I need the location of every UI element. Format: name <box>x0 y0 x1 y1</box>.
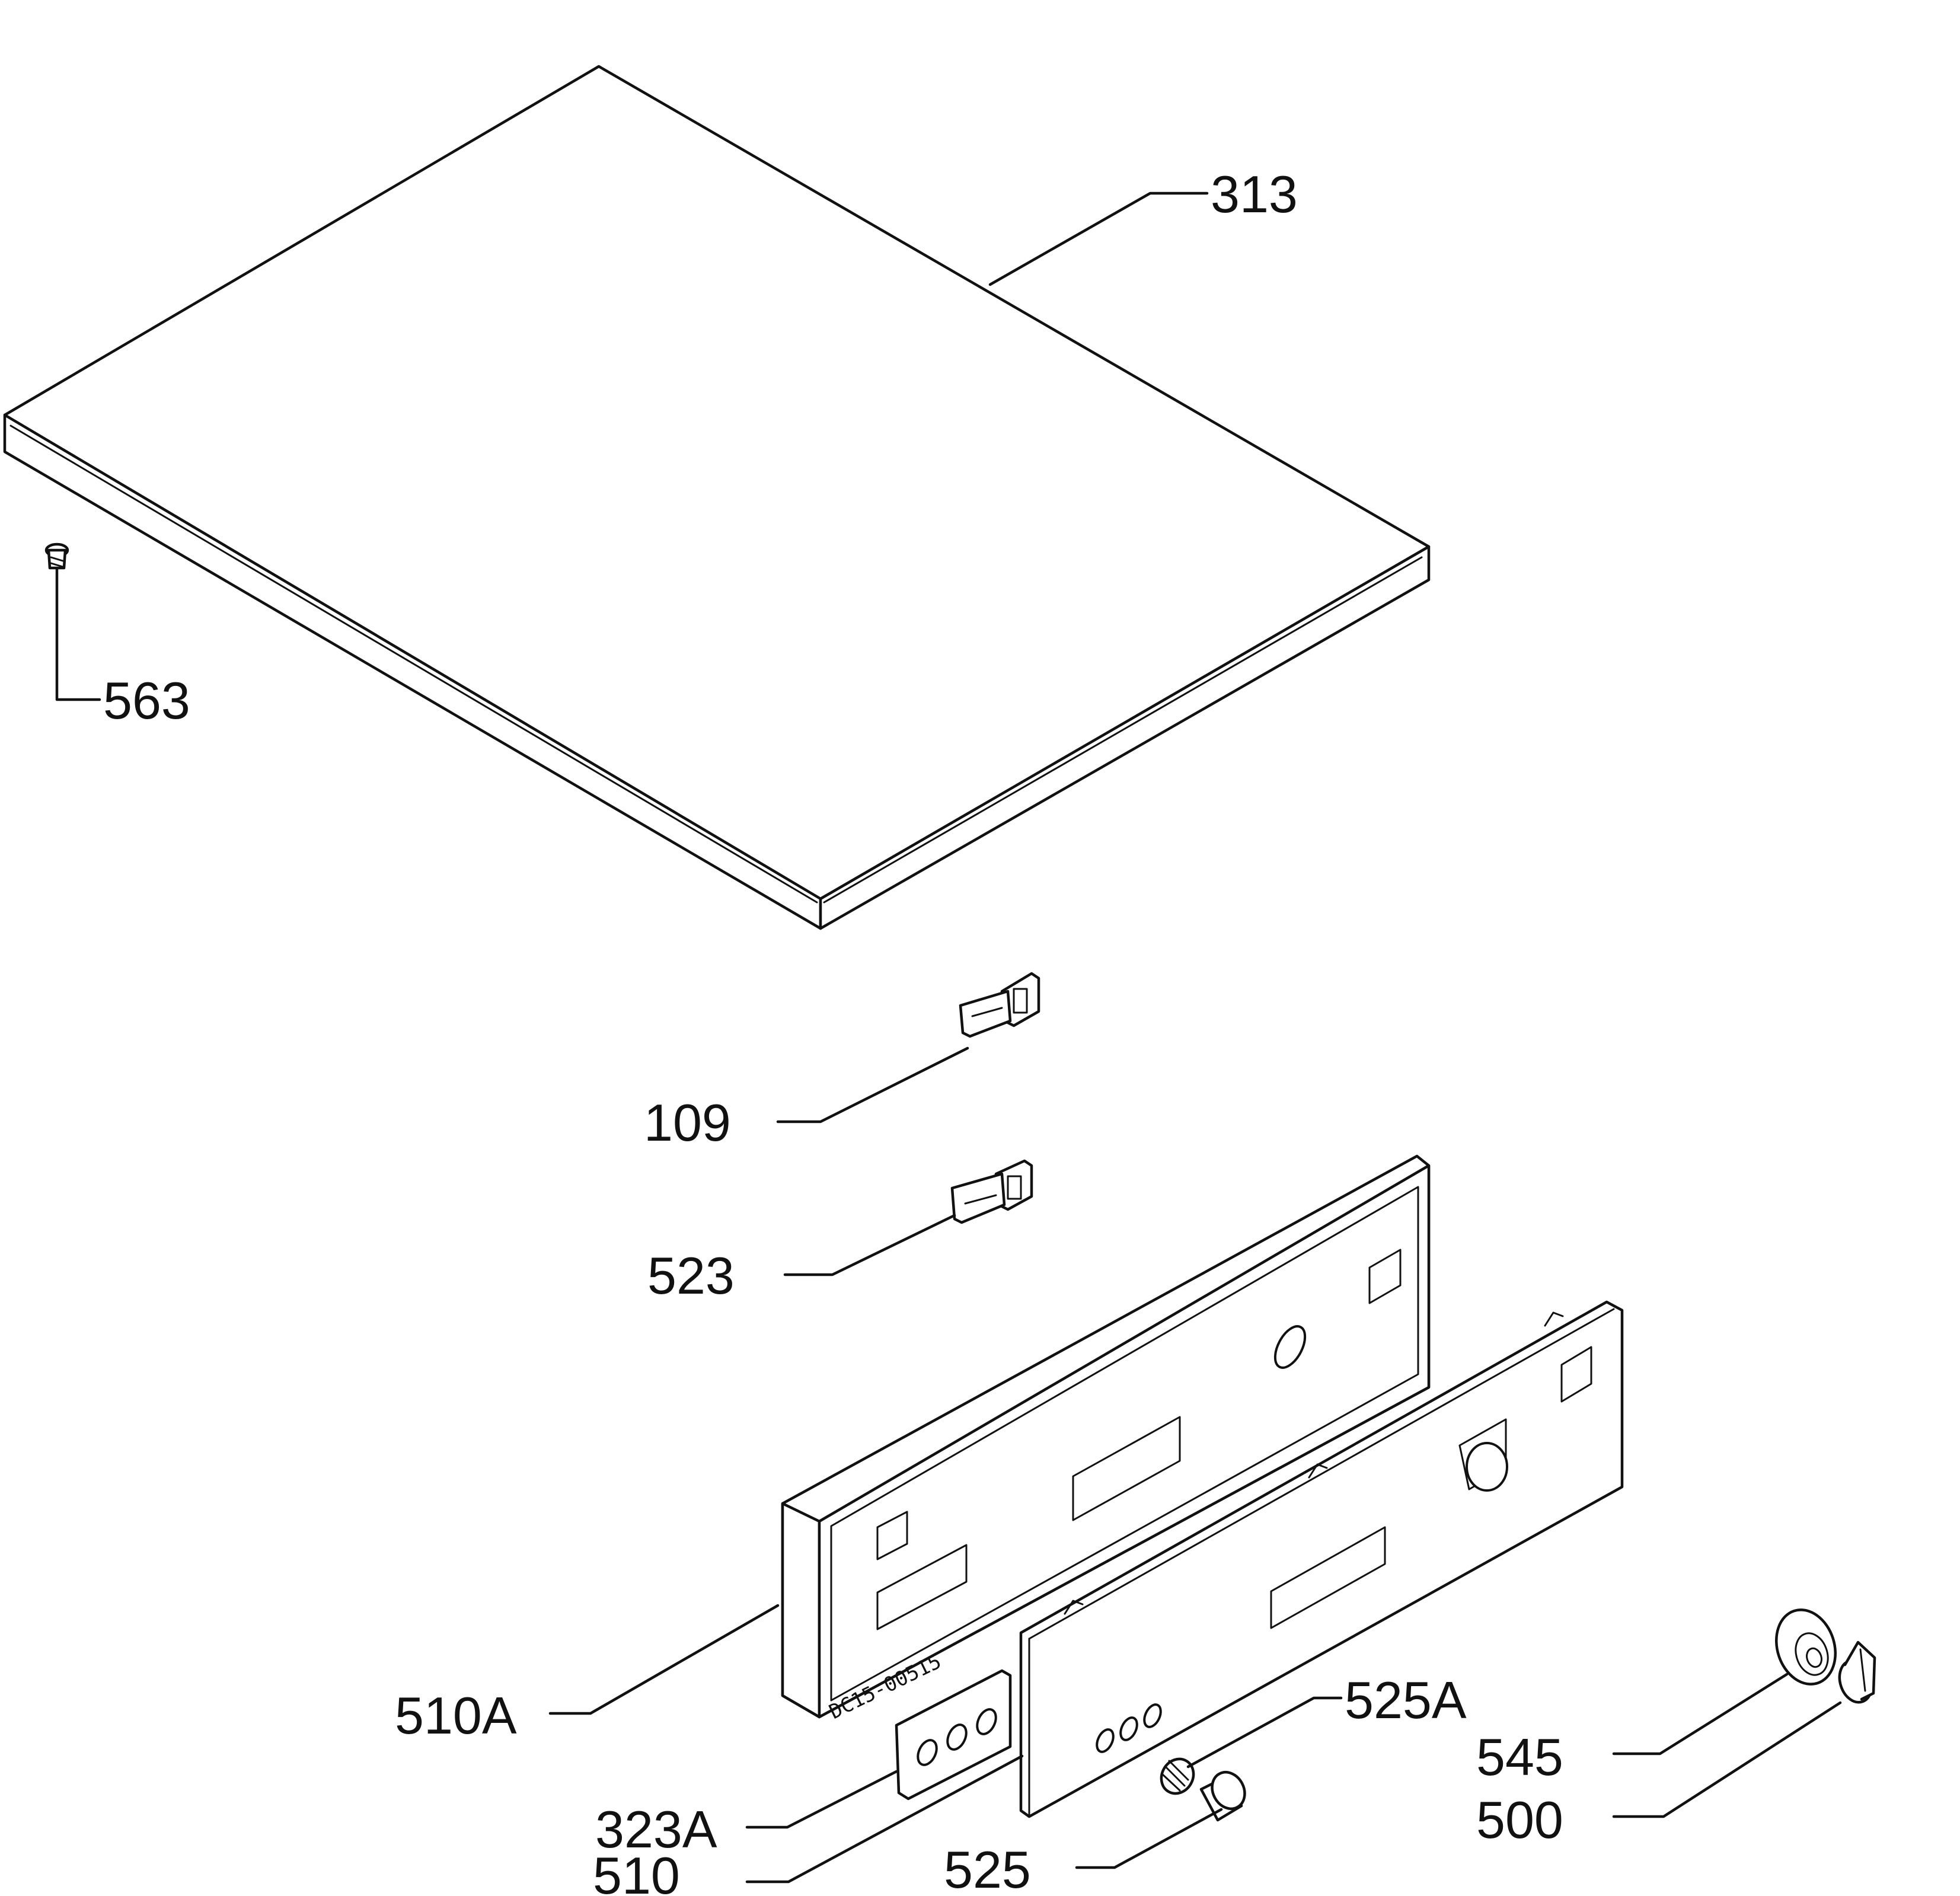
part-323a-indicator-plate <box>895 1669 1012 1801</box>
part-525a-spring <box>1160 1757 1195 1795</box>
leader-510 <box>745 1754 1024 1884</box>
leader-323a <box>745 1770 898 1829</box>
callout-323a: 323A <box>595 1800 717 1859</box>
part-109-clip <box>959 972 1040 1038</box>
part-523-clip <box>950 1159 1033 1224</box>
part-545-knob-bezel <box>1774 1608 1837 1686</box>
leader-523 <box>783 1214 956 1276</box>
leader-109 <box>776 1046 969 1123</box>
callout-510a: 510A <box>395 1686 517 1745</box>
leader-563 <box>55 567 101 701</box>
part-500-knob <box>1838 1640 1876 1704</box>
callout-109: 109 <box>644 1093 731 1152</box>
part-525-push-button <box>1199 1770 1246 1822</box>
callout-563: 563 <box>103 671 190 730</box>
leader-500 <box>1612 1701 1842 1818</box>
part-563-screw <box>44 542 69 570</box>
callout-525a: 525A <box>1345 1671 1467 1729</box>
callout-545: 545 <box>1476 1728 1563 1786</box>
callout-500: 500 <box>1476 1790 1563 1849</box>
leader-510a <box>548 1604 780 1715</box>
leader-525 <box>1075 1808 1223 1869</box>
part-313-worktop <box>3 65 1431 930</box>
callout-525: 525 <box>944 1840 1031 1896</box>
part-510-front-fascia <box>1019 1300 1624 1818</box>
leader-313 <box>988 191 1209 286</box>
callout-510: 510 <box>593 1846 680 1896</box>
leader-525a <box>1186 1696 1343 1769</box>
leader-lines <box>55 191 1842 1884</box>
leader-545 <box>1612 1672 1789 1755</box>
part-510a-panel-frame <box>781 1154 1431 1719</box>
callout-labels: 313 563 109 523 510A 323A 510 525A 525 5… <box>103 165 1563 1896</box>
callout-313: 313 <box>1211 165 1298 224</box>
callout-523: 523 <box>647 1246 735 1305</box>
